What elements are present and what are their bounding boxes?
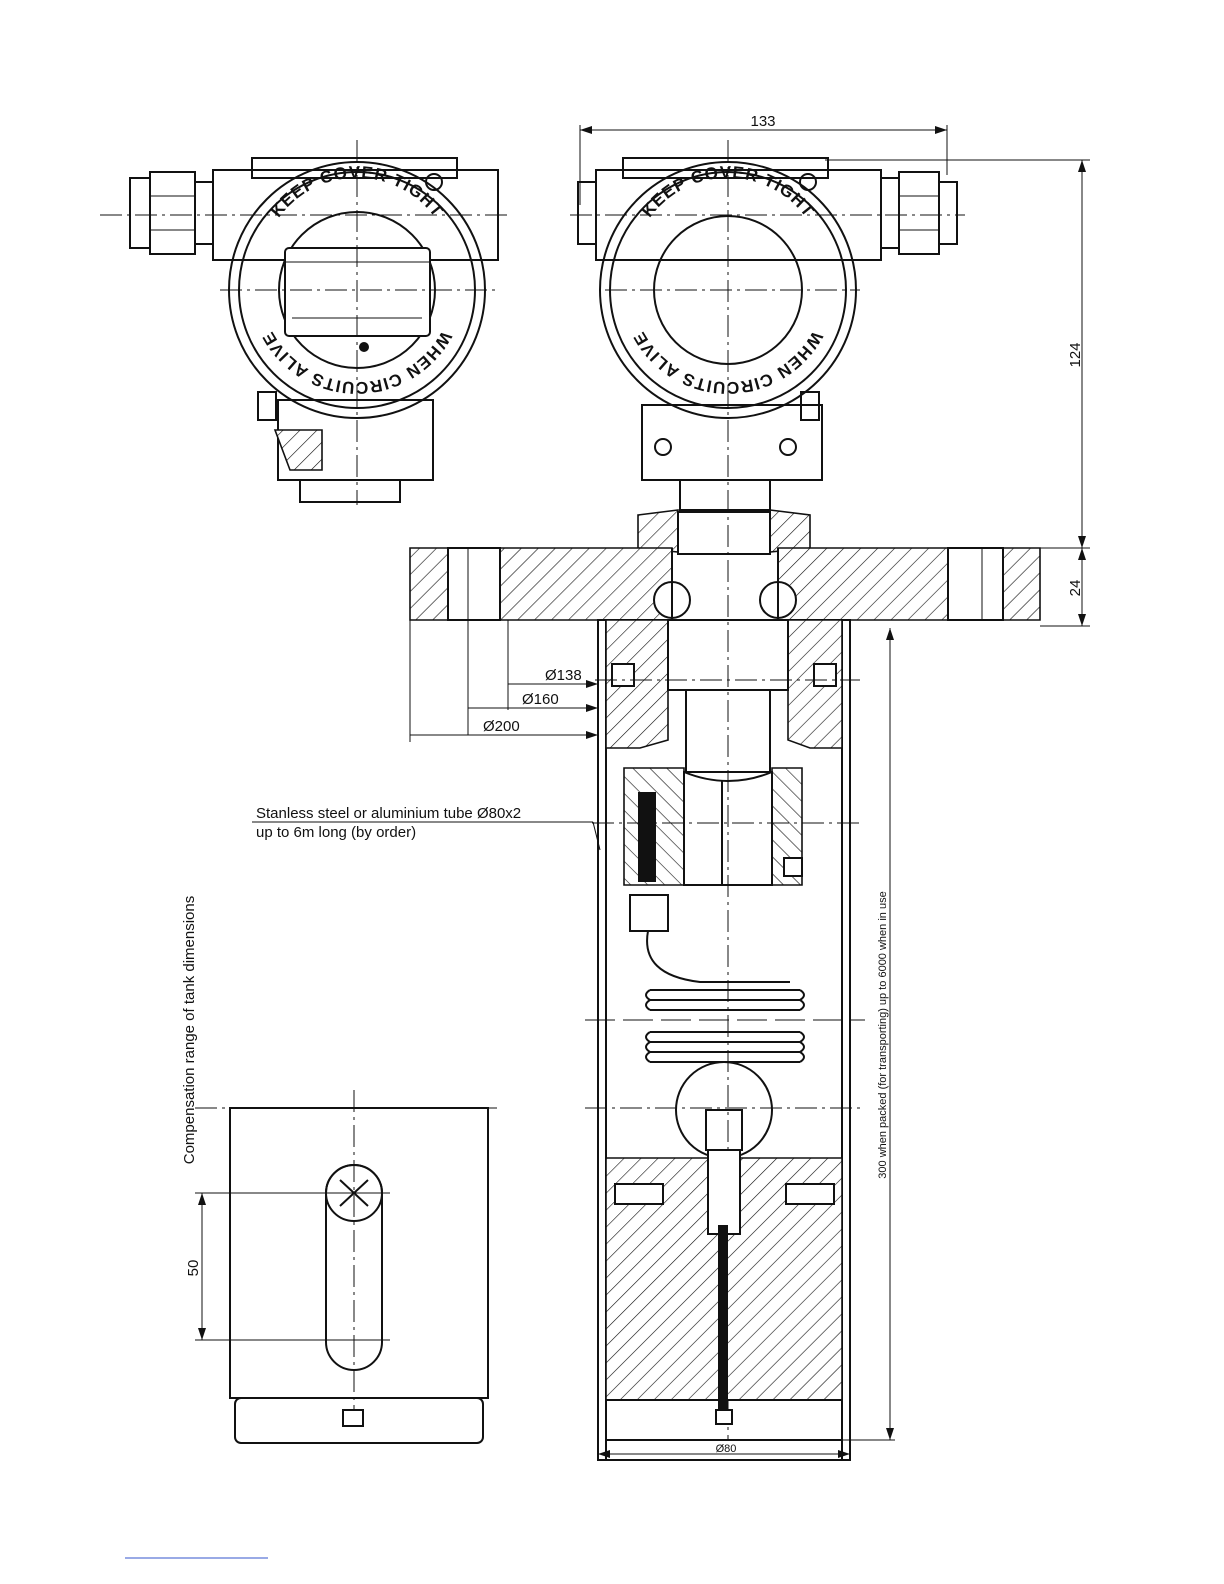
dim-d200: Ø200 [483,718,520,735]
dim-flange-24: 24 [1067,580,1084,597]
dim-width-133: 133 [750,113,775,130]
tube-label-line1: Stanless steel or aluminium tube Ø80x2 [256,805,521,822]
dim-d160: Ø160 [522,691,559,708]
probe-tube-section [585,620,865,1460]
dim-d80: Ø80 [716,1443,737,1455]
dim-range-50: 50 [185,1260,202,1277]
compensation-label: Compensation range of tank dimensions [181,896,198,1165]
float-side-view [195,1090,500,1443]
dim-height-124: 124 [1067,342,1084,367]
length-note: 300 when packed (for transporting) up to… [877,891,889,1178]
left-housing-view: KEEP COVER TIGHT WHEN CIRCUITS ALIVE [100,140,510,505]
tube-label-line2: up to 6m long (by order) [256,824,416,841]
flange [410,510,1040,620]
dim-d138: Ø138 [545,667,582,684]
